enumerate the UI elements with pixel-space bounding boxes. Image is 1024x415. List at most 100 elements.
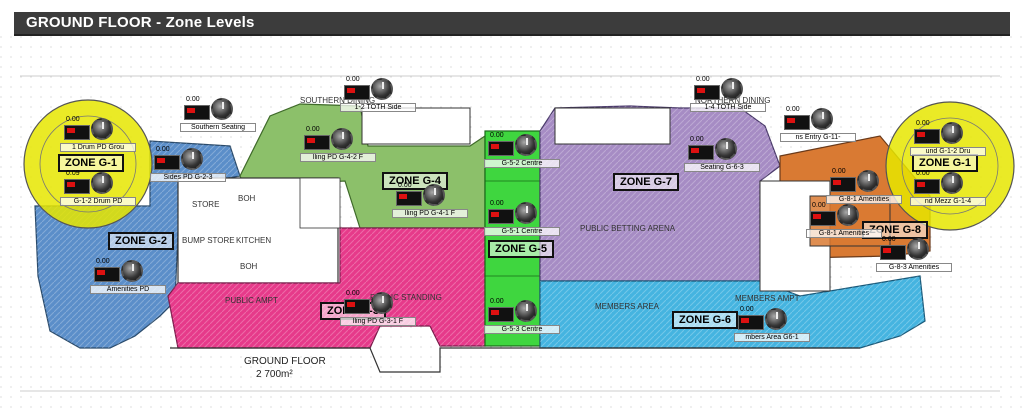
level-control-toth-side-1-4[interactable]: 0.00 1-4 TOTH Side <box>690 76 766 120</box>
volume-knob-icon[interactable] <box>181 148 203 170</box>
level-control-seating-g6-3[interactable]: 0.00 Seating G-6-3 <box>684 136 760 180</box>
level-control-g4-1[interactable]: 0.00 lling PD G-4-1 F <box>392 182 468 226</box>
level-meter <box>304 135 330 150</box>
level-label: mbers Area G6-1 <box>734 333 810 342</box>
level-label: G-5-1 Centre <box>484 227 560 236</box>
level-control-toth-side-1-2[interactable]: 0.00 1-2 TOTH Side <box>340 76 416 120</box>
level-meter <box>694 85 720 100</box>
level-value: 0.00 <box>882 236 896 243</box>
volume-knob-icon[interactable] <box>423 184 445 206</box>
level-label: lling PD G-4-1 F <box>392 209 468 218</box>
level-label: Seating G-6-3 <box>684 163 760 172</box>
level-control-g5-3[interactable]: 0.00 G-5-3 Centre <box>484 298 560 342</box>
page-title: GROUND FLOOR - Zone Levels <box>26 14 255 31</box>
plan-label-northern-dining: NORTHERN DINING <box>695 96 771 105</box>
level-label: G-8-3 Amenities <box>876 263 952 272</box>
level-meter <box>914 129 940 144</box>
plan-label-public-ampt: PUBLIC AMPT <box>225 296 278 305</box>
level-value: 0.00 <box>96 258 110 265</box>
volume-knob-icon[interactable] <box>331 128 353 150</box>
level-control-g2-3[interactable]: 0.00 Sides PD G-2-3 <box>150 146 226 190</box>
level-value: 0.00 <box>346 76 360 83</box>
level-control-g1-2[interactable]: 0.09 G-1-2 Drum PD <box>60 170 136 214</box>
volume-knob-icon[interactable] <box>515 202 537 224</box>
level-label: G-5-3 Centre <box>484 325 560 334</box>
level-label: G-5-2 Centre <box>484 159 560 168</box>
level-control-g1-4-right[interactable]: 0.00 nd Mezz G-1-4 <box>910 170 986 214</box>
level-value: 0.00 <box>696 76 710 83</box>
volume-knob-icon[interactable] <box>721 78 743 100</box>
level-value: 0.00 <box>812 202 826 209</box>
level-control-g4-2[interactable]: 0.00 lling PD G-4-2 F <box>300 126 376 170</box>
volume-knob-icon[interactable] <box>371 292 393 314</box>
level-control-g5-1[interactable]: 0.00 G-5-1 Centre <box>484 200 560 244</box>
level-control-g3-1[interactable]: 0.00 lling PD G-3-1 F <box>340 290 416 334</box>
volume-knob-icon[interactable] <box>515 134 537 156</box>
volume-knob-icon[interactable] <box>941 172 963 194</box>
level-meter <box>914 179 940 194</box>
level-label: lling PD G-3-1 F <box>340 317 416 326</box>
level-meter <box>488 141 514 156</box>
level-label: lling PD G-4-2 F <box>300 153 376 162</box>
plan-label-members-ampt: MEMBERS AMPT <box>735 294 800 303</box>
level-meter <box>488 209 514 224</box>
level-value: 0.00 <box>490 132 504 139</box>
level-label: G-1-2 Drum PD <box>60 197 136 206</box>
zone-g1-left-ring <box>39 115 137 213</box>
level-control-g1-1[interactable]: 0.00 1 Drum PD Grou <box>60 116 136 160</box>
level-value: 0.00 <box>346 290 360 297</box>
level-meter <box>184 105 210 120</box>
zone-label-g7: ZONE G-7 <box>613 173 679 191</box>
level-meter <box>64 179 90 194</box>
zone-label-g2: ZONE G-2 <box>108 232 174 250</box>
volume-knob-icon[interactable] <box>765 308 787 330</box>
plan-label-bump-store: BUMP STORE <box>182 236 235 245</box>
volume-knob-icon[interactable] <box>121 260 143 282</box>
level-control-g8-1b[interactable]: 0.00 G-8-1 Amenities <box>806 202 882 246</box>
level-label: nd Mezz G-1-4 <box>910 197 986 206</box>
volume-knob-icon[interactable] <box>941 122 963 144</box>
zone-label-g1-left: ZONE G-1 <box>58 154 124 172</box>
floor-plan: SOUTHERN DINING NORTHERN DINING STORE BO… <box>0 36 1024 410</box>
level-control-amenities[interactable]: 0.00 Amenities PD <box>90 258 166 302</box>
floor-area: 2 700m² <box>256 369 293 380</box>
level-control-g5-2[interactable]: 0.00 G-5-2 Centre <box>484 132 560 176</box>
level-meter <box>880 245 906 260</box>
level-meter <box>94 267 120 282</box>
level-control-members-area[interactable]: 0.00 mbers Area G6-1 <box>734 306 810 350</box>
level-control-southern-seating[interactable]: 0.00 Southern Seating <box>180 96 256 140</box>
level-value: 0.00 <box>916 170 930 177</box>
southern-stand-structure <box>361 107 471 145</box>
plan-label-members-area: MEMBERS AREA <box>595 302 660 311</box>
level-meter <box>830 177 856 192</box>
volume-knob-icon[interactable] <box>515 300 537 322</box>
zone-label-g6: ZONE G-6 <box>672 311 738 329</box>
level-value: 0.00 <box>490 298 504 305</box>
volume-knob-icon[interactable] <box>837 204 859 226</box>
level-label: und G-1-2 Dru <box>910 147 986 156</box>
volume-knob-icon[interactable] <box>857 170 879 192</box>
level-label: G-8-1 Amenities <box>826 195 902 204</box>
plan-label-kitchen: KITCHEN <box>236 236 272 245</box>
level-meter <box>738 315 764 330</box>
level-control-g1-2-right[interactable]: 0.00 und G-1-2 Dru <box>910 120 986 164</box>
kitchen-sub-block <box>299 177 341 229</box>
plan-label-public-standing: PUBLIC STANDING <box>370 293 442 302</box>
volume-knob-icon[interactable] <box>91 172 113 194</box>
level-control-g8-1a[interactable]: 0.00 G-8-1 Amenities <box>826 168 902 212</box>
level-meter <box>154 155 180 170</box>
plan-label-southern-dining: SOUTHERN DINING <box>300 96 376 105</box>
level-control-ns-entry[interactable]: 0.00 ns Entry G-11- <box>780 106 856 150</box>
level-value: 0.00 <box>740 306 754 313</box>
volume-knob-icon[interactable] <box>211 98 233 120</box>
volume-knob-icon[interactable] <box>811 108 833 130</box>
level-value: 0.00 <box>398 182 412 189</box>
level-meter <box>688 145 714 160</box>
volume-knob-icon[interactable] <box>715 138 737 160</box>
volume-knob-icon[interactable] <box>907 238 929 260</box>
volume-knob-icon[interactable] <box>371 78 393 100</box>
zone-g1-right-ring <box>901 117 999 215</box>
volume-knob-icon[interactable] <box>91 118 113 140</box>
level-control-g8-3[interactable]: 0.00 G-8-3 Amenities <box>876 236 952 280</box>
northern-stand-structure <box>554 107 671 145</box>
